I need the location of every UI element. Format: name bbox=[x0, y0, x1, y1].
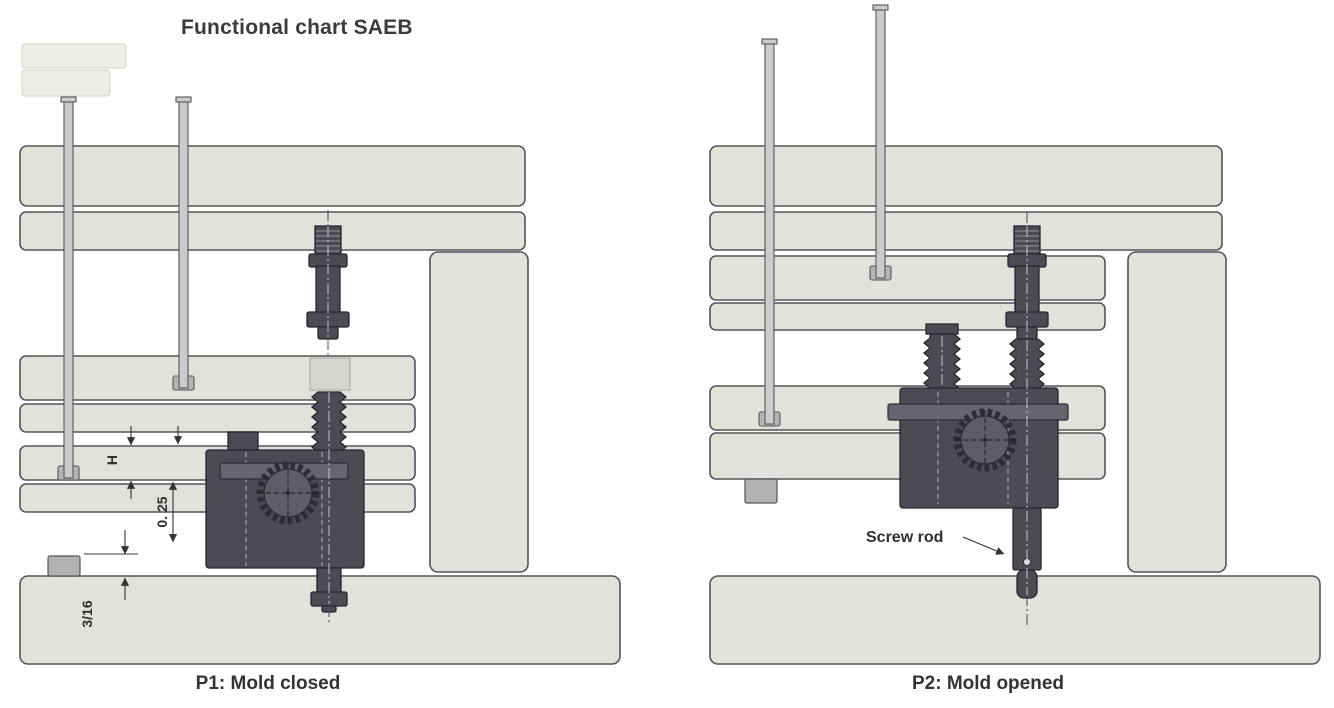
top-clamp-plate bbox=[19, 145, 526, 207]
top-clamp-plate bbox=[709, 145, 1223, 207]
backing-plate bbox=[19, 403, 416, 433]
support-column bbox=[1127, 251, 1227, 573]
ejector-rod bbox=[63, 99, 74, 479]
cavity-plate bbox=[19, 211, 526, 251]
page-title: Functional chart SAEB bbox=[181, 16, 413, 39]
dimension-stop-gap: 3/16 bbox=[79, 530, 138, 628]
screw-bore bbox=[309, 357, 351, 391]
caption-p2: P2: Mold opened bbox=[912, 673, 1064, 694]
dimension-h: H bbox=[104, 426, 183, 499]
dimension-h-label: H bbox=[104, 455, 120, 465]
gear-unit bbox=[205, 391, 365, 624]
stop-pin bbox=[744, 478, 778, 504]
caption-p1: P1: Mold closed bbox=[195, 673, 341, 694]
gear-unit bbox=[887, 226, 1069, 628]
screw-rod-callout: Screw rod bbox=[866, 529, 1005, 555]
rod-cap bbox=[175, 96, 192, 103]
housing-tab bbox=[227, 431, 259, 451]
ejector-rod bbox=[764, 41, 775, 425]
guide-rods bbox=[57, 96, 195, 481]
dimension-stop-label: 3/16 bbox=[79, 600, 95, 627]
core-plate bbox=[709, 255, 1106, 301]
stop-pin bbox=[47, 555, 81, 577]
guide-rods bbox=[758, 4, 892, 427]
bottom-clamp-plate bbox=[709, 575, 1321, 665]
corner-artifact bbox=[21, 43, 127, 97]
rod-cap bbox=[761, 38, 778, 45]
upper-screw bbox=[306, 210, 350, 356]
ejector-rod bbox=[178, 99, 189, 389]
rod-cap bbox=[872, 4, 889, 11]
support-column bbox=[429, 251, 529, 573]
rod-cap bbox=[60, 96, 77, 103]
core-plate bbox=[19, 355, 416, 401]
dimension-offset: 0. 25 bbox=[154, 481, 178, 543]
screw-rod-label: Screw rod bbox=[866, 529, 943, 546]
dimension-offset-label: 0. 25 bbox=[154, 496, 170, 527]
view-p1-mold-closed: H 0. 25 3/16 bbox=[19, 43, 621, 665]
cavity-plate bbox=[709, 211, 1223, 251]
ejector-rod bbox=[875, 7, 886, 279]
view-p2-mold-opened: Screw rod bbox=[709, 4, 1321, 665]
